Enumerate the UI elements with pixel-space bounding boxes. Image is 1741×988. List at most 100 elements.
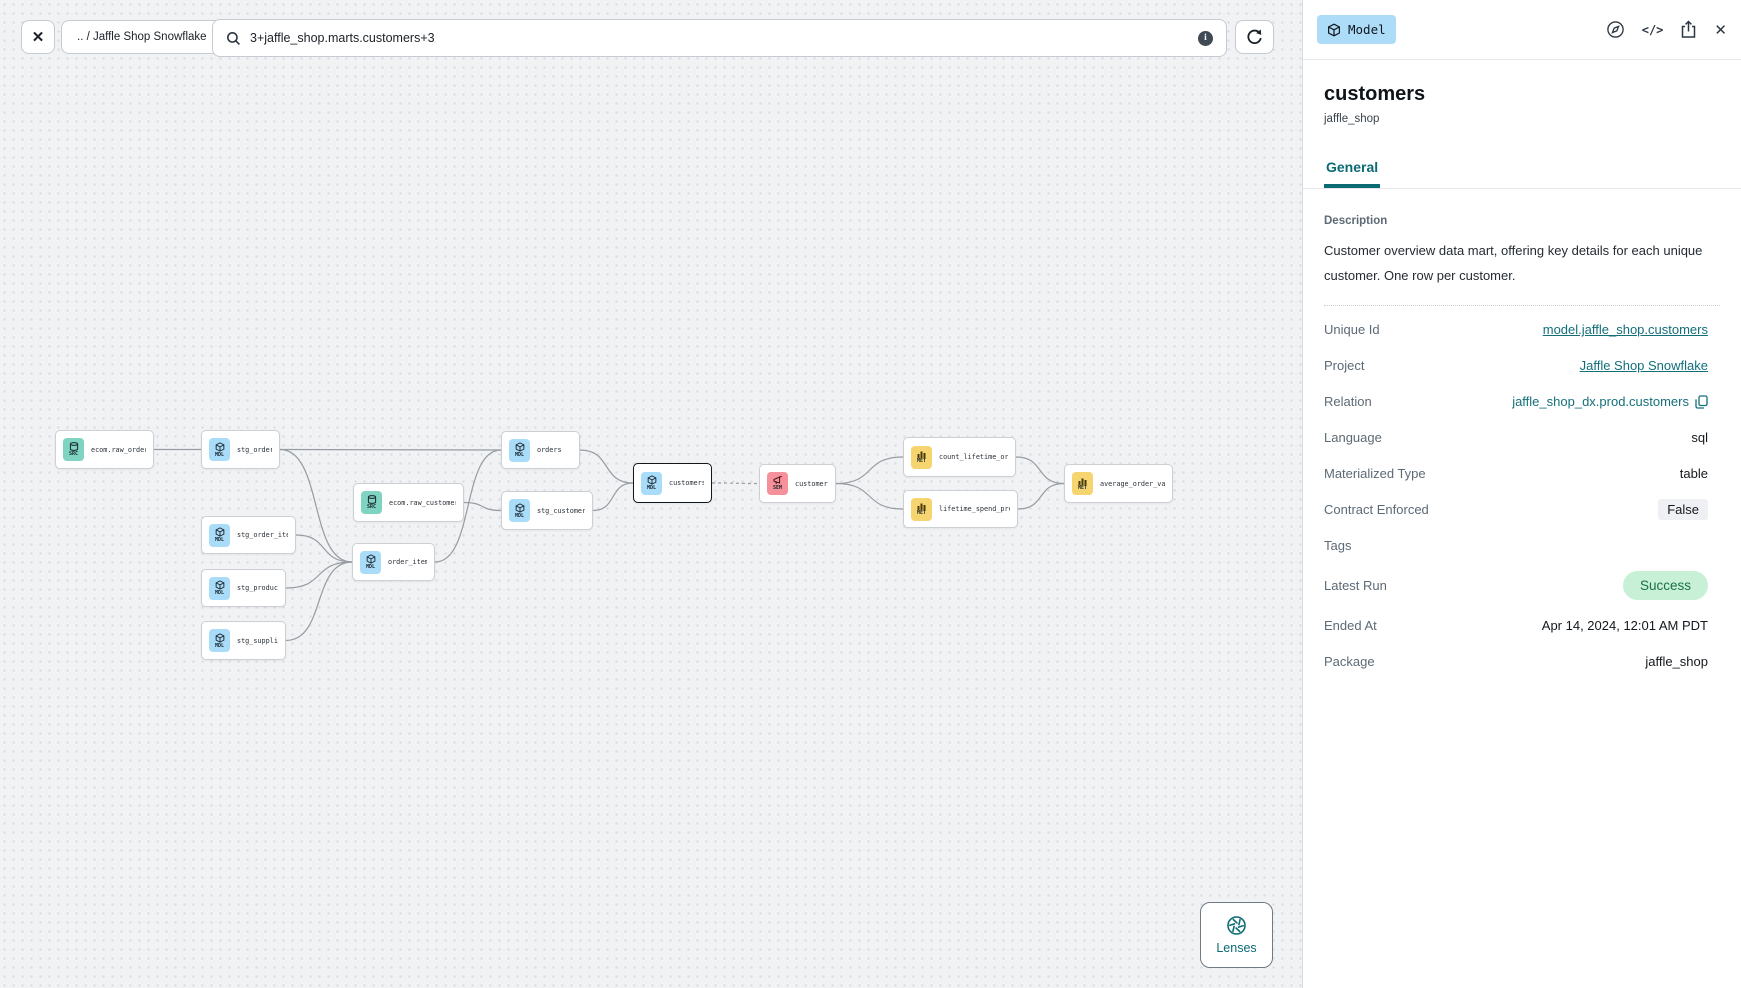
field-value-latest-run: Success (1622, 571, 1708, 601)
field-value-project[interactable]: Jaffle Shop Snowflake (1579, 358, 1708, 374)
lenses-icon (1226, 915, 1247, 936)
close-panel-button[interactable]: ✕ (1714, 21, 1727, 39)
lineage-canvas[interactable]: SRCecom.raw_ordersMDLstg_ordersSRCecom.r… (0, 0, 1302, 988)
edge-lifetime_spend_pretax-to-average_order_value (1017, 482, 1065, 510)
field-row-contract-enforced: Contract Enforced False (1303, 492, 1741, 528)
field-row-unique-id: Unique Id model.jaffle_shop.customers (1303, 312, 1741, 348)
graph-node-lifetime_spend_pretax[interactable]: MET lifetime_spend_pretax (903, 490, 1018, 528)
info-icon[interactable]: i (1198, 30, 1213, 46)
edge-stg_order_items-to-order_items (295, 534, 353, 563)
details-panel: Model </> (1302, 0, 1741, 988)
panel-header: Model </> (1303, 0, 1741, 60)
model-icon: MDL (209, 523, 230, 547)
field-row-language: Language sql (1303, 420, 1741, 456)
share-button[interactable] (1680, 20, 1697, 39)
metric-icon: MET (1072, 472, 1093, 495)
edge-raw_customers-to-stg_customers (463, 501, 502, 512)
search-icon (226, 31, 241, 46)
node-label: orders (537, 446, 562, 454)
code-icon: </> (1641, 22, 1664, 37)
node-label: stg_order_items (237, 531, 288, 539)
contract-badge: False (1658, 499, 1708, 521)
edge-customers_sem-to-count_lifetime_orders (835, 456, 904, 485)
copy-icon[interactable] (1695, 395, 1708, 409)
graph-node-stg_orders[interactable]: MDL stg_orders (201, 430, 280, 469)
node-label: count_lifetime_orders (939, 453, 1008, 461)
field-value-language: sql (1691, 430, 1708, 446)
edge-orders-to-customers (579, 449, 634, 484)
edge-customers-to-customers_sem (711, 482, 760, 485)
node-label: customers (795, 479, 828, 488)
field-row-latest-run: Latest Run Success (1303, 564, 1741, 608)
metric-icon: MET (911, 497, 932, 521)
refresh-button[interactable] (1235, 20, 1274, 54)
model-icon: MDL (360, 550, 381, 574)
close-icon: ✕ (31, 29, 45, 46)
node-label: customers (669, 479, 704, 487)
tab-general[interactable]: General (1324, 153, 1381, 188)
breadcrumb[interactable]: .. / Jaffle Shop Snowflake (61, 20, 223, 54)
lenses-label: Lenses (1216, 941, 1257, 955)
search-input[interactable] (250, 31, 1189, 45)
page-title: customers (1324, 83, 1426, 105)
code-button[interactable]: </> (1642, 23, 1664, 37)
graph-node-average_order_value[interactable]: MET average_order_value (1064, 464, 1173, 503)
graph-node-customers[interactable]: MDL customers (633, 463, 712, 503)
graph-node-order_items[interactable]: MDL order_items (352, 543, 435, 581)
explore-lineage-button[interactable] (1606, 20, 1625, 39)
edge-count_lifetime_orders-to-average_order_value (1015, 456, 1065, 485)
field-label-tags: Tags (1324, 538, 1352, 554)
node-label: stg_customers (537, 506, 585, 515)
status-badge: Success (1622, 571, 1708, 601)
field-label-latest-run: Latest Run (1324, 578, 1387, 594)
node-label: average_order_value (1100, 479, 1165, 488)
panel-body: customers jaffle_shop General Descriptio… (1303, 60, 1741, 988)
lenses-button[interactable]: Lenses (1200, 902, 1273, 968)
search-bar: i (212, 19, 1227, 57)
node-label: order_items (388, 558, 427, 566)
source-icon: SRC (361, 491, 382, 514)
graph-node-customers_sem[interactable]: SEMcustomers (759, 464, 836, 503)
source-icon: SRC (63, 438, 84, 461)
graph-node-stg_order_items[interactable]: MDL stg_order_items (201, 516, 296, 554)
edge-stg_customers-to-customers (592, 482, 634, 512)
node-label: stg_orders (237, 445, 272, 454)
field-value-materialized-type: table (1679, 466, 1708, 482)
resource-type-badge: Model (1317, 15, 1396, 44)
field-value-unique-id[interactable]: model.jaffle_shop.customers (1542, 322, 1708, 338)
field-label-contract-enforced: Contract Enforced (1324, 502, 1429, 518)
field-label-language: Language (1324, 430, 1382, 446)
model-icon: MDL (209, 438, 230, 461)
model-icon: MDL (641, 471, 662, 495)
close-icon: ✕ (1714, 21, 1727, 39)
field-label-unique-id: Unique Id (1324, 322, 1380, 338)
node-label: ecom.raw_orders (91, 445, 146, 454)
page-subtitle: jaffle_shop (1324, 113, 1380, 125)
edge-stg_products-to-order_items (285, 561, 353, 589)
model-icon: MDL (509, 499, 530, 522)
edge-customers_sem-to-lifetime_spend_pretax (835, 482, 904, 510)
node-label: stg_products (237, 584, 278, 592)
resource-type-label: Model (1348, 22, 1386, 37)
tab-bar: General (1303, 153, 1741, 189)
edge-stg_orders-to-orders (279, 448, 502, 451)
graph-node-orders[interactable]: MDL orders (501, 431, 580, 469)
model-icon: MDL (209, 576, 230, 600)
refresh-icon (1245, 28, 1264, 47)
field-value-relation: jaffle_shop_dx.prod.customers (1512, 394, 1708, 409)
graph-node-stg_products[interactable]: MDL stg_products (201, 569, 286, 607)
field-value-contract-enforced: False (1658, 499, 1708, 521)
graph-node-raw_orders[interactable]: SRC ecom.raw_orders (55, 430, 154, 469)
compass-icon (1606, 20, 1625, 39)
close-graph-button[interactable]: ✕ (21, 20, 55, 54)
model-icon: MDL (509, 438, 530, 462)
graph-node-stg_customers[interactable]: MDL stg_customers (501, 491, 593, 530)
node-label: lifetime_spend_pretax (939, 505, 1010, 513)
cube-icon (1327, 23, 1341, 37)
